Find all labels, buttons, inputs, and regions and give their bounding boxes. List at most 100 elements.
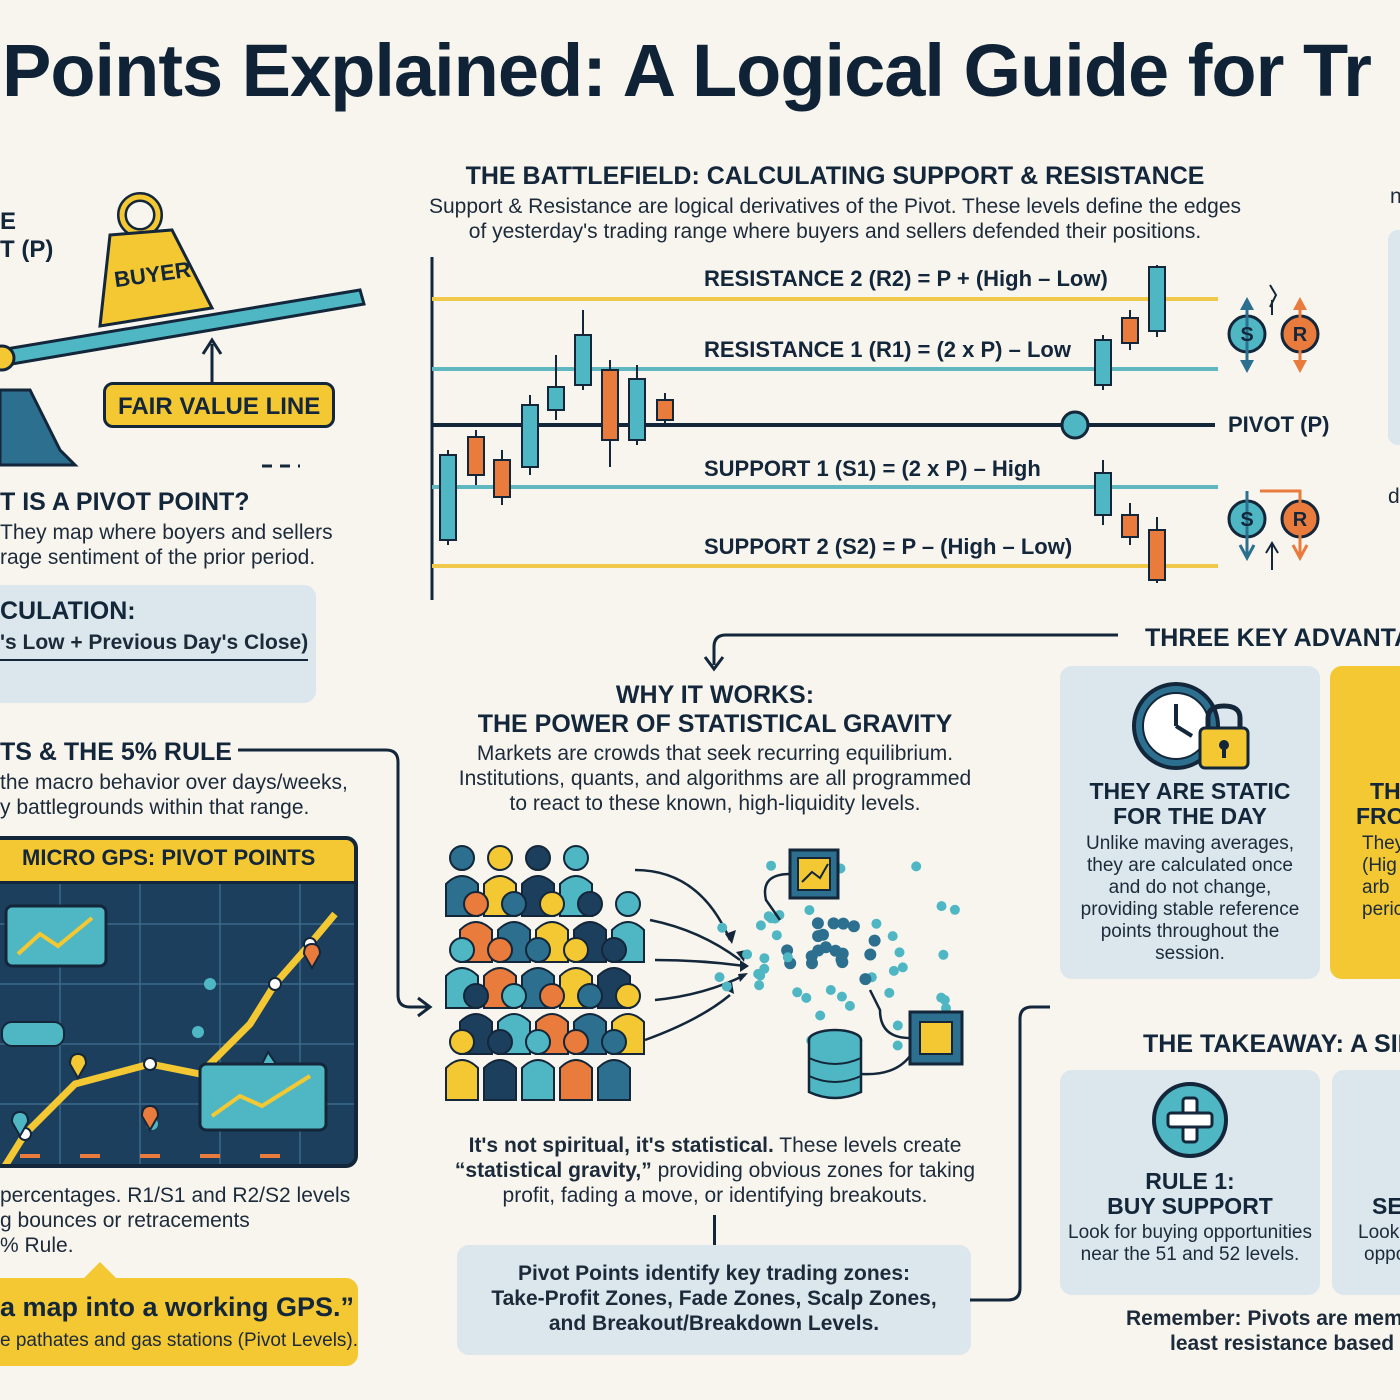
rule-line2: y battlegrounds within that range. — [0, 796, 310, 819]
clock-lock-icon — [1132, 682, 1250, 770]
stat-rest2: providing obvious zones for taking — [651, 1159, 976, 1182]
candle-body-6 — [574, 334, 592, 386]
badge-r-bottom: R — [1293, 509, 1308, 531]
micro-gps-panel — [0, 836, 358, 1168]
particle-dot-27 — [859, 973, 872, 986]
particle-dot-24 — [782, 952, 793, 963]
particle-dot-19 — [771, 930, 782, 941]
particle-dot-35 — [825, 985, 836, 995]
rule2-body1: Look — [1358, 1222, 1400, 1243]
crowd-person-head-3 — [525, 845, 551, 871]
candle-body-1 — [439, 454, 457, 541]
particle-dot-67 — [812, 930, 825, 943]
candle-body-2 — [467, 436, 485, 476]
particle-dot-46 — [894, 947, 905, 958]
card1-title-line2: FOR THE DAY — [1113, 803, 1267, 829]
particle-dot-50 — [763, 911, 774, 922]
right-edge-mid-letter: d — [1388, 485, 1400, 508]
pivot-levels-chart: S R S R — [430, 257, 1320, 600]
crowd-person-head-7 — [539, 891, 565, 917]
crowd-person-head-21 — [487, 1029, 513, 1055]
crowd-person-head-9 — [615, 891, 641, 917]
crowd-person-head-19 — [615, 983, 641, 1009]
calculation-formula: 's Low + Previous Day's Close) — [0, 631, 309, 661]
candle-body-13 — [1094, 472, 1112, 516]
gps-map — [0, 884, 354, 1164]
card1-body-line-3: and do not change, — [1108, 877, 1272, 898]
particle-dot-15 — [754, 980, 765, 991]
candle-body-5 — [547, 386, 565, 411]
quote-line2: e pathates and gas stations (Pivot Level… — [0, 1330, 359, 1351]
candle-body-9 — [656, 399, 674, 421]
candle-body-12 — [1148, 266, 1166, 332]
particle-dot-34 — [759, 963, 770, 974]
crowd-person-head-24 — [601, 1029, 627, 1055]
battlefield-desc-line1: Support & Resistance are logical derivat… — [428, 195, 1242, 218]
rule-heading: TS & THE 5% RULE — [0, 738, 232, 766]
calculation-card — [0, 585, 316, 703]
micro-gps-header: MICRO GPS: PIVOT POINTS — [22, 845, 316, 870]
page-title: Points Explained: A Logical Guide for Tr — [2, 29, 1372, 112]
candle-body-3 — [493, 459, 511, 498]
r2-label: RESISTANCE 2 (R2) = P + (High – Low) — [704, 266, 1108, 291]
particle-dot-31 — [887, 931, 898, 942]
card1-body-line-6: session. — [1155, 943, 1225, 964]
card2-title-line2: FROI — [1356, 803, 1400, 829]
crowd-person-head-18 — [577, 983, 603, 1009]
particle-dot-70 — [938, 949, 949, 960]
particle-dot-63 — [888, 965, 899, 976]
particle-dot-39 — [936, 901, 947, 912]
particle-dot-38 — [911, 861, 922, 872]
advantages-heading: THREE KEY ADVANTA — [1145, 624, 1400, 652]
card2-title-line1: THI — [1370, 778, 1400, 804]
stat-line3: profit, fading a move, or identifying br… — [502, 1184, 928, 1207]
particle-dot-61 — [812, 944, 825, 957]
why-desc-line2: Institutions, quants, and algorithms are… — [458, 767, 972, 790]
crowd-person-head-23 — [563, 1029, 589, 1055]
particle-dot-16 — [804, 905, 815, 916]
rule2-title: SE — [1372, 1193, 1400, 1219]
s1-label: SUPPORT 1 (S1) = (2 x P) – High — [704, 456, 1041, 481]
what-line2: rage sentiment of the prior period. — [0, 546, 316, 569]
rule-line1: the macro behavior over days/weeks, — [0, 771, 348, 794]
pivot-label-line2: T (P) — [0, 236, 54, 263]
rule1-line2: BUY SUPPORT — [1107, 1193, 1273, 1219]
zones-line1: Pivot Points identify key trading zones: — [517, 1262, 911, 1285]
particle-dot-59 — [717, 922, 728, 933]
particle-dot-12 — [949, 904, 960, 915]
crowd-person-head-6 — [501, 891, 527, 917]
badge-s-top: S — [1240, 324, 1253, 346]
crowd-person-body-22 — [521, 1059, 555, 1101]
particle-dot-36 — [827, 917, 840, 930]
why-desc-line3: to react to these known, high-liquidity … — [509, 792, 921, 815]
particle-dot-9 — [811, 917, 824, 930]
why-divider — [713, 1215, 716, 1251]
particle-dot-1 — [742, 949, 753, 960]
candle-body-10 — [1094, 339, 1112, 386]
particle-dot-10 — [755, 920, 766, 931]
particle-dot-60 — [847, 920, 860, 933]
candle-body-8 — [628, 378, 646, 441]
card2-body-line-1: They — [1362, 833, 1400, 854]
why-heading-line1: WHY IT WORKS: — [615, 681, 815, 709]
particle-dot-52 — [871, 918, 882, 929]
stat-bold2: “statistical gravity,” — [454, 1159, 652, 1182]
card1-title-line1: THEY ARE STATIC — [1089, 778, 1291, 804]
crowd-person-head-13 — [563, 937, 589, 963]
particle-dot-68 — [806, 957, 818, 970]
why-desc-line1: Markets are crowds that seek recurring e… — [476, 742, 954, 765]
crowd-person-head-12 — [525, 937, 551, 963]
r1-label: RESISTANCE 1 (R1) = (2 x P) – Low — [704, 337, 1071, 362]
remember-line2: least resistance based o — [1170, 1332, 1400, 1355]
pct-line2: g bounces or retracements — [0, 1209, 250, 1232]
right-edge-top-letter: n — [1390, 185, 1400, 208]
crowd-person-head-22 — [525, 1029, 551, 1055]
what-is-pivot-heading: T IS A PIVOT POINT? — [0, 488, 250, 516]
zones-line3: and Breakout/Breakdown Levels. — [548, 1312, 880, 1335]
card2-body-line-2: (Hig — [1362, 855, 1397, 876]
rule1-line1: RULE 1: — [1145, 1168, 1235, 1194]
crowd-person-body-20 — [445, 1059, 479, 1101]
crowd-person-head-11 — [487, 937, 513, 963]
crowd-person-body-21 — [483, 1059, 517, 1101]
particle-dot-17 — [892, 1040, 903, 1051]
